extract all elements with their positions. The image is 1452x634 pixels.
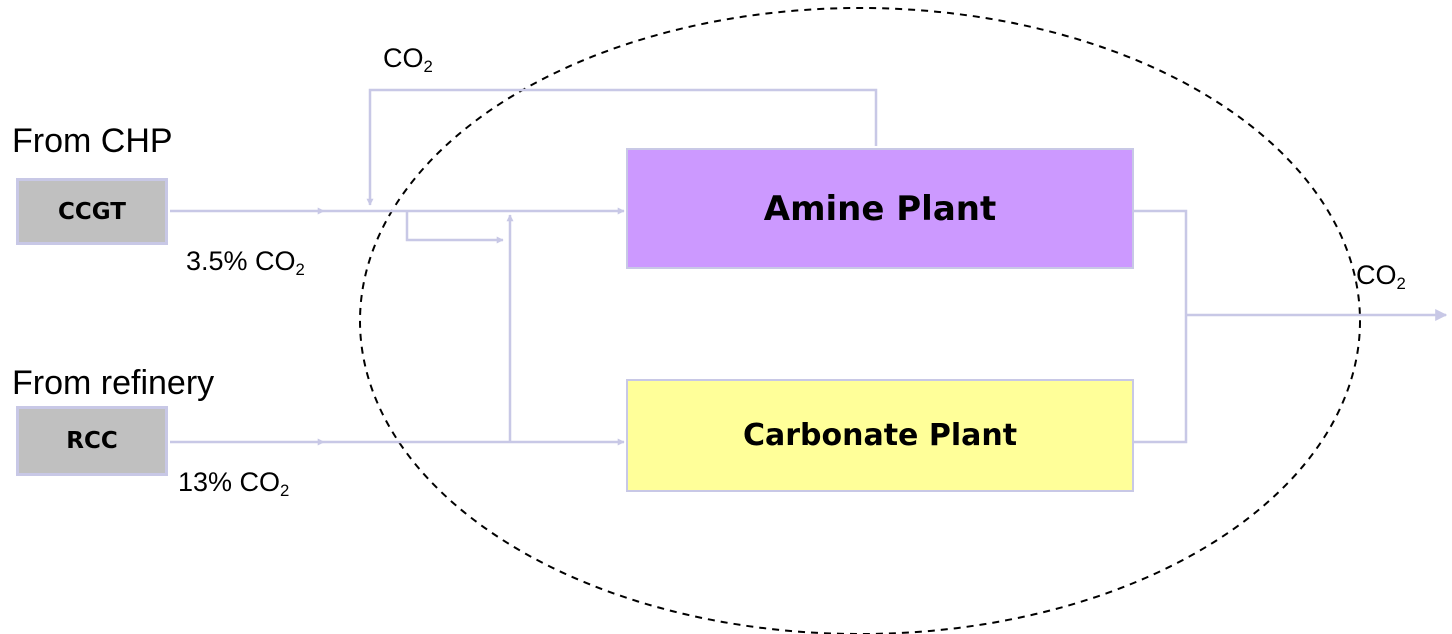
amine-outlet-line [1134,209,1188,444]
ccgt-box: CCGT [16,178,168,245]
rcc-box: RCC [16,406,168,476]
ccgt-branch-line [405,211,504,244]
rcc-concentration-label: 13% CO2 [178,467,290,501]
carbonate-plant-box: Carbonate Plant [626,379,1134,492]
source-heading-refinery: From refinery [12,364,215,402]
capture-boundary-ellipse [359,7,1361,634]
output-co2-label: CO2 [1356,260,1406,294]
source-heading-chp: From CHP [12,122,173,160]
carbonate-plant-label: Carbonate Plant [742,418,1018,453]
recycle-line [366,88,878,206]
recycle-co2-label: CO2 [383,43,433,77]
rcc-label: RCC [66,428,118,454]
amine-plant-label: Amine Plant [763,188,997,229]
ccgt-label: CCGT [58,198,126,225]
amine-plant-box: Amine Plant [626,148,1134,269]
ccgt-concentration-label: 3.5% CO2 [186,246,305,280]
